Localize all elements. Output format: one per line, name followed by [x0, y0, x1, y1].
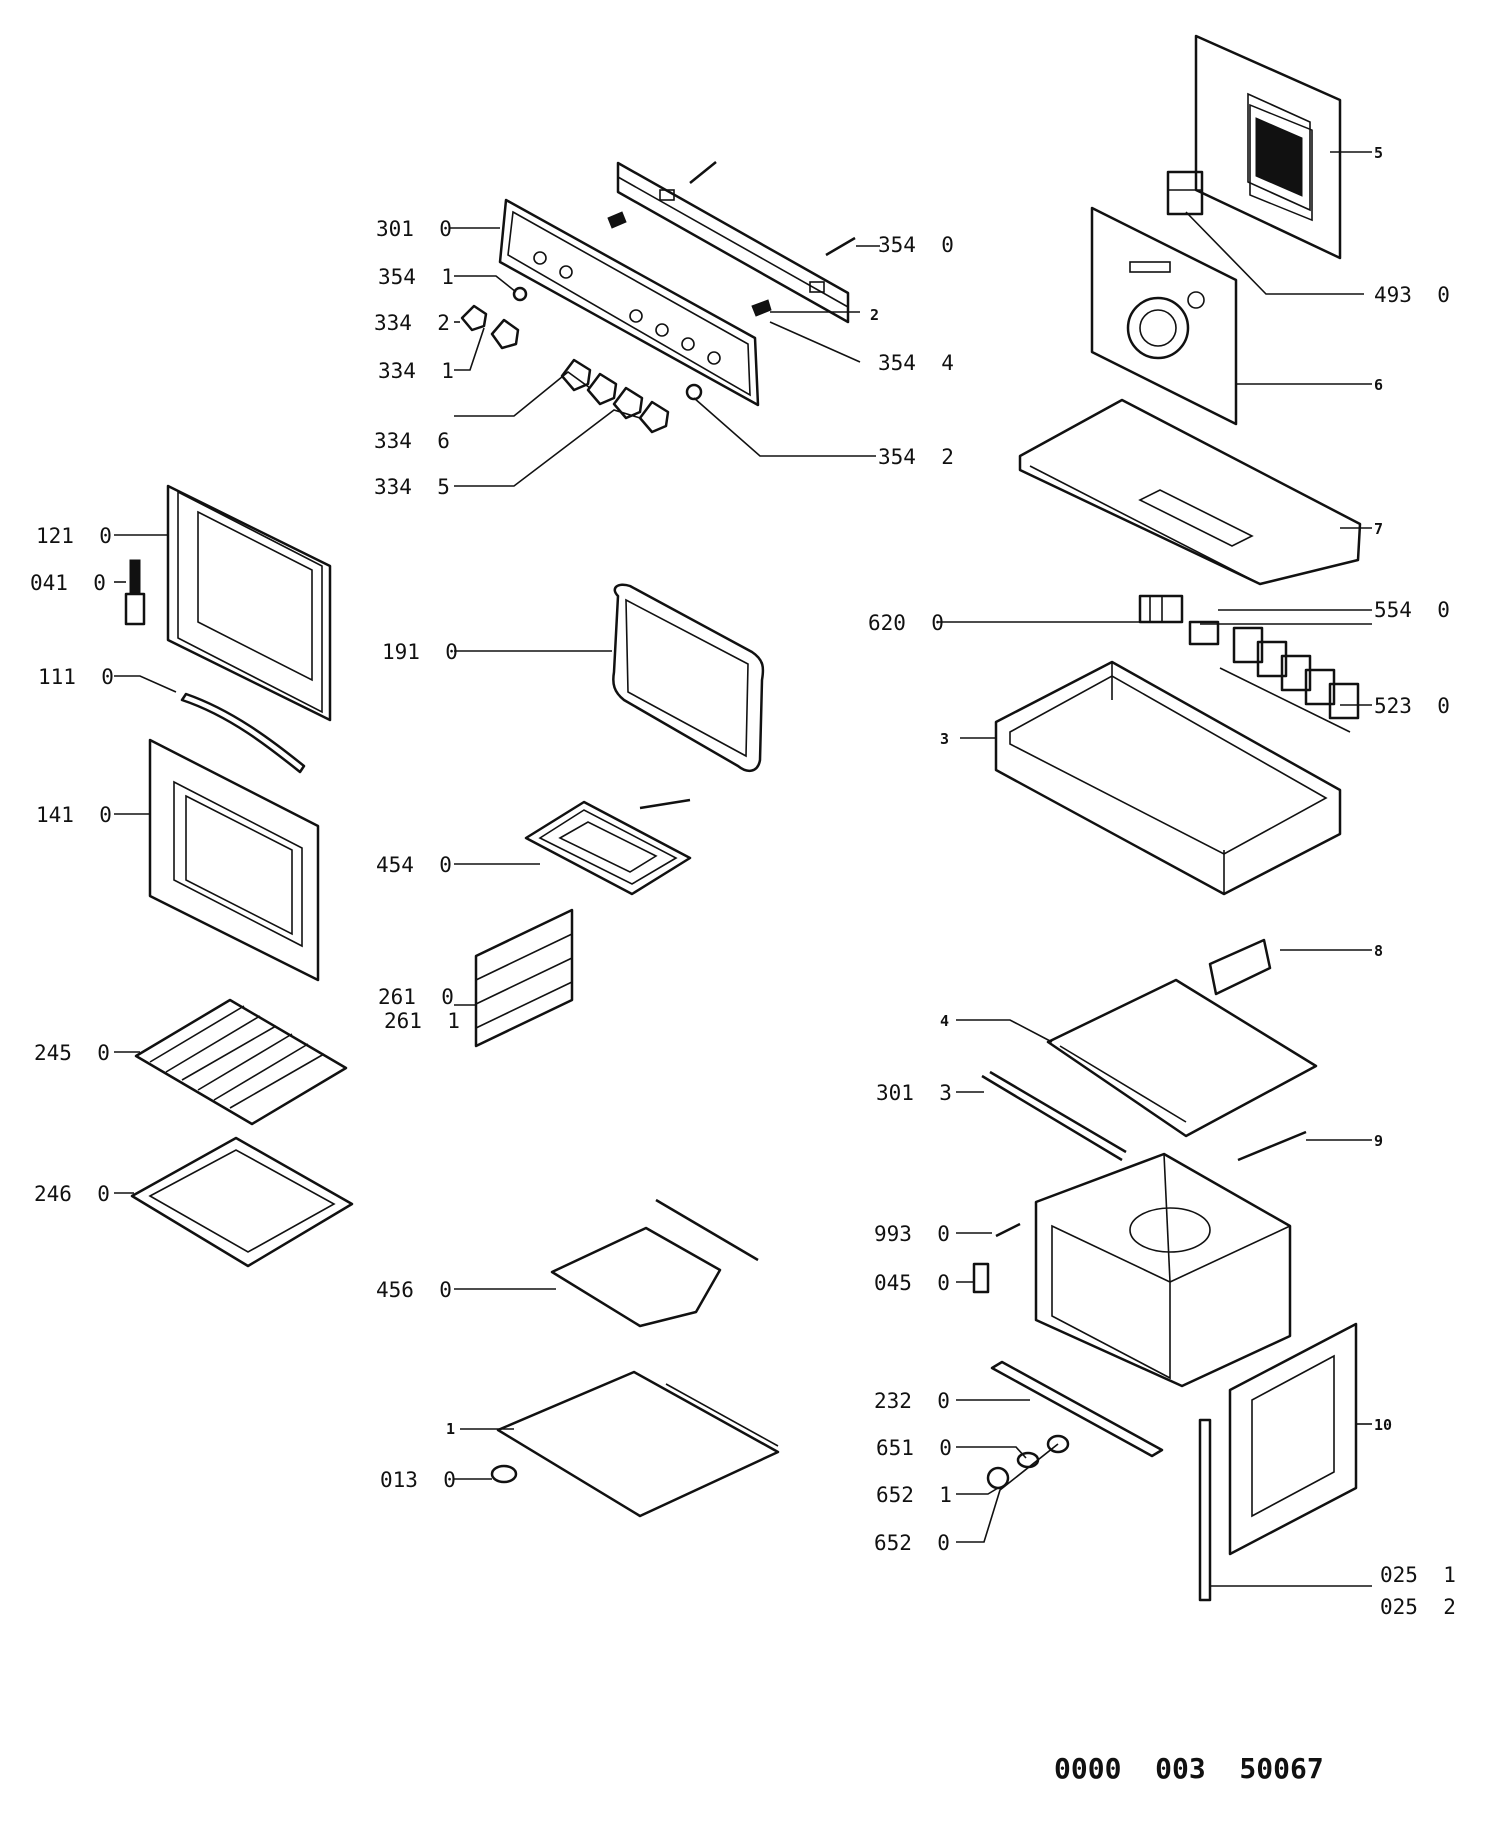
lamp-lens-part — [512, 286, 528, 302]
callout-10: 10 — [1374, 1416, 1392, 1434]
fan-back-panel — [1090, 206, 1238, 426]
oven-cavity — [1034, 1152, 1292, 1388]
door-gasket-seal — [612, 583, 765, 773]
callout-2: 2 — [870, 306, 879, 324]
callout-041-0: 041 0 — [30, 571, 106, 595]
callout-013-0: 013 0 — [380, 1468, 456, 1492]
outer-door-glass — [148, 738, 320, 982]
callout-554-0: 554 0 — [1374, 598, 1450, 622]
callout-8: 8 — [1374, 942, 1383, 960]
control-knob-small — [460, 304, 520, 350]
callout-246-0: 246 0 — [34, 1182, 110, 1206]
callout-191-0: 191 0 — [382, 640, 458, 664]
top-panel — [1018, 398, 1362, 586]
callout-354-4: 354 4 — [878, 351, 954, 375]
callout-334-6: 334 6 — [374, 429, 450, 453]
baking-tray — [130, 1136, 354, 1268]
rear-cover-panel — [1194, 34, 1342, 260]
callout-456-0: 456 0 — [376, 1278, 452, 1302]
callout-993-0: 993 0 — [874, 1222, 950, 1246]
callout-121-0: 121 0 — [36, 524, 112, 548]
callout-045-0: 045 0 — [874, 1271, 950, 1295]
screw-part — [607, 211, 772, 317]
door-handle-part — [180, 692, 306, 774]
callout-111-0: 111 0 — [38, 665, 114, 689]
leader-lines — [114, 151, 1372, 1587]
callout-4: 4 — [940, 1012, 949, 1030]
grill-heating-element — [524, 798, 692, 896]
callout-245-0: 245 0 — [34, 1041, 110, 1065]
callout-354-2: 354 2 — [878, 445, 954, 469]
rod-part — [689, 161, 856, 257]
callout-025-2: 025 2 — [1380, 1595, 1456, 1619]
wire-shelf — [134, 998, 348, 1126]
lamp-cover-part — [986, 1466, 1010, 1490]
door-rail-part — [1198, 1418, 1212, 1602]
bottom-plate — [496, 1370, 780, 1518]
callout-334-1: 334 1 — [378, 359, 454, 383]
callout-620-0: 620 0 — [868, 611, 944, 635]
side-shelf-rail — [474, 908, 574, 1048]
callout-141-0: 141 0 — [36, 803, 112, 827]
transformer-part — [1166, 170, 1204, 216]
bracket-part — [1208, 938, 1272, 996]
callout-232-0: 232 0 — [874, 1389, 950, 1413]
side-panel — [1228, 1322, 1358, 1556]
callout-454-0: 454 0 — [376, 853, 452, 877]
callout-652-1: 652 1 — [876, 1483, 952, 1507]
callout-261-0: 261 0 — [378, 985, 454, 1009]
door-hinge-part — [124, 559, 146, 626]
callout-025-1: 025 1 — [1380, 1563, 1456, 1587]
rod-strip-part — [1237, 1130, 1307, 1162]
callout-7: 7 — [1374, 520, 1383, 538]
control-knob-large — [560, 358, 670, 434]
callout-354-1: 354 1 — [378, 265, 454, 289]
inner-door-frame — [166, 484, 332, 722]
callout-301-3: 301 3 — [876, 1081, 952, 1105]
callout-5: 5 — [1374, 144, 1383, 162]
callout-354-0: 354 0 — [878, 233, 954, 257]
callout-652-0: 652 0 — [874, 1531, 950, 1555]
rotary-switch-bank — [1219, 626, 1360, 733]
callout-334-5: 334 5 — [374, 475, 450, 499]
connector-block-part — [1138, 594, 1184, 624]
switch-part — [1188, 620, 1220, 646]
callout-9: 9 — [1374, 1132, 1383, 1150]
base-panel — [1046, 978, 1318, 1138]
control-housing-frame — [994, 660, 1342, 896]
document-number: 0000 003 50067 — [1054, 1752, 1324, 1785]
callout-301-0: 301 0 — [376, 217, 452, 241]
foot-part — [490, 1464, 518, 1484]
callout-1: 1 — [446, 1420, 455, 1438]
front-strip-part — [990, 1360, 1164, 1458]
callout-334-2: 334 2 — [374, 311, 450, 335]
screw-part — [995, 1222, 1021, 1238]
clip-part — [972, 1262, 990, 1294]
control-panel-bracket — [616, 161, 850, 324]
callout-651-0: 651 0 — [876, 1436, 952, 1460]
bottom-heating-element — [550, 1198, 759, 1328]
callout-493-0: 493 0 — [1374, 283, 1450, 307]
side-strip-part — [981, 1070, 1127, 1162]
callout-523-0: 523 0 — [1374, 694, 1450, 718]
control-panel-fascia — [498, 198, 760, 407]
indicator-lens-part — [685, 383, 703, 401]
callout-261-1: 261 1 — [384, 1009, 460, 1033]
callout-6: 6 — [1374, 376, 1383, 394]
lamp-part — [1016, 1434, 1070, 1469]
callout-3: 3 — [940, 730, 949, 748]
